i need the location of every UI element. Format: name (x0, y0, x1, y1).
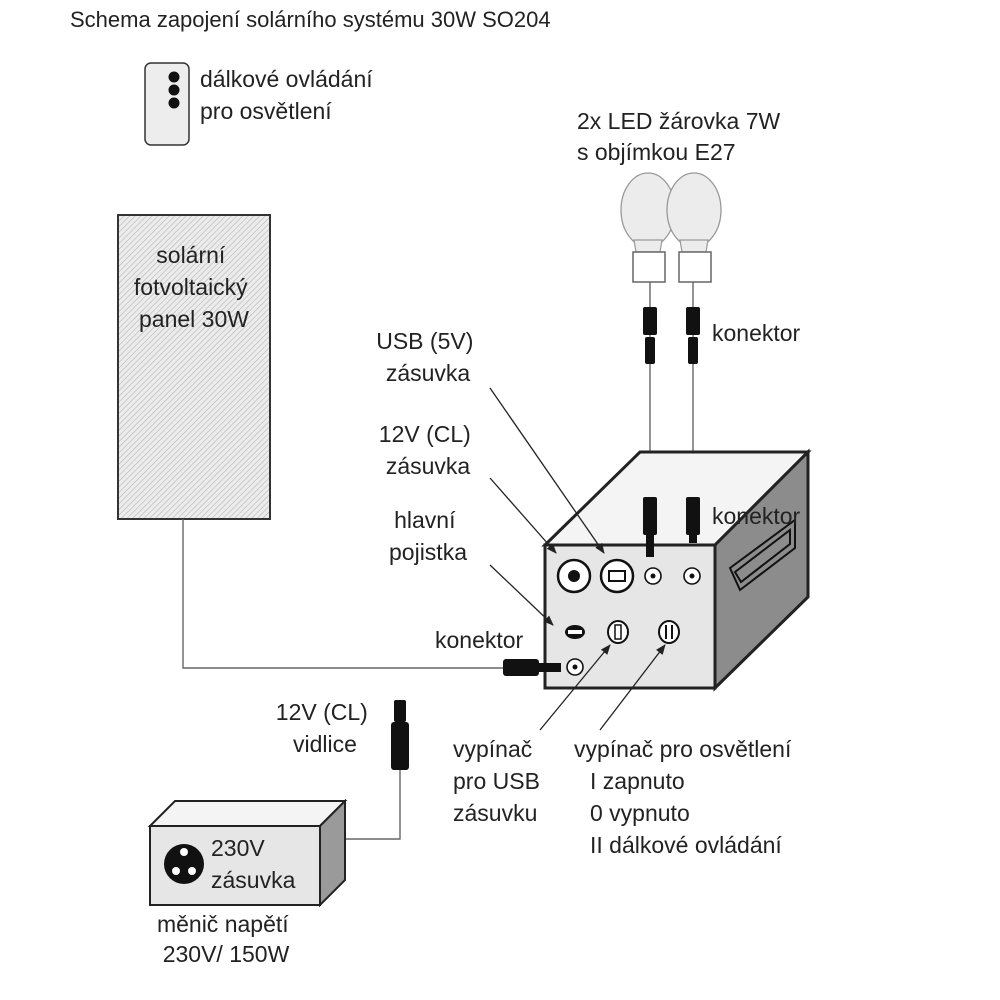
usb-switch-label: vypínač pro USB zásuvku (453, 736, 546, 826)
panel-cable (182, 519, 505, 669)
output-jack-left (644, 567, 662, 585)
output-jack-right (683, 567, 701, 585)
solar-panel-label: solární fotvoltaický panel 30W (134, 242, 254, 332)
plug-cable (345, 770, 401, 840)
remote-label: dálkové ovládání pro osvětlení (200, 66, 379, 124)
connector-left-label: konektor (435, 627, 524, 653)
box-connector-right (686, 497, 700, 543)
bulb-connector-right (686, 307, 700, 364)
usb-switch (607, 620, 629, 644)
inverter-socket-label: 230V zásuvka (211, 835, 296, 893)
remote-control (144, 62, 190, 146)
cl-plug (391, 700, 409, 770)
fuse-label: hlavní pojistka (389, 507, 467, 565)
panel-connector-plug (503, 659, 561, 676)
usb-socket-label: USB (5V) zásuvka (376, 328, 480, 386)
panel-input-jack (566, 658, 584, 676)
led-bulb-right (666, 172, 722, 283)
bulbs-label: 2x LED žárovka 7W s objímkou E27 (577, 108, 787, 165)
cl-socket (556, 558, 592, 594)
usb-socket (599, 558, 635, 594)
inverter-caption: měnič napětí 230V/ 150W (157, 911, 295, 967)
cl-plug-label: 12V (CL) vidlice (276, 699, 374, 757)
callout-arrows (489, 387, 666, 731)
connector-upper-label: konektor (712, 320, 801, 346)
box-connector-left (643, 497, 657, 557)
box-handle (728, 518, 796, 592)
solar-panel (117, 214, 271, 520)
230v-socket (164, 844, 204, 884)
cl-socket-label: 12V (CL) zásuvka (379, 421, 477, 479)
light-switch-label: vypínač pro osvětlení I zapnuto 0 vypnut… (574, 736, 798, 858)
main-fuse (565, 625, 585, 639)
connector-box-label: konektor (712, 503, 801, 529)
led-bulb-left (620, 172, 676, 283)
diagram-title: Schema zapojení solárního systému 30W SO… (70, 7, 551, 32)
bulb-connector-left (643, 307, 657, 364)
light-switch (658, 620, 680, 644)
